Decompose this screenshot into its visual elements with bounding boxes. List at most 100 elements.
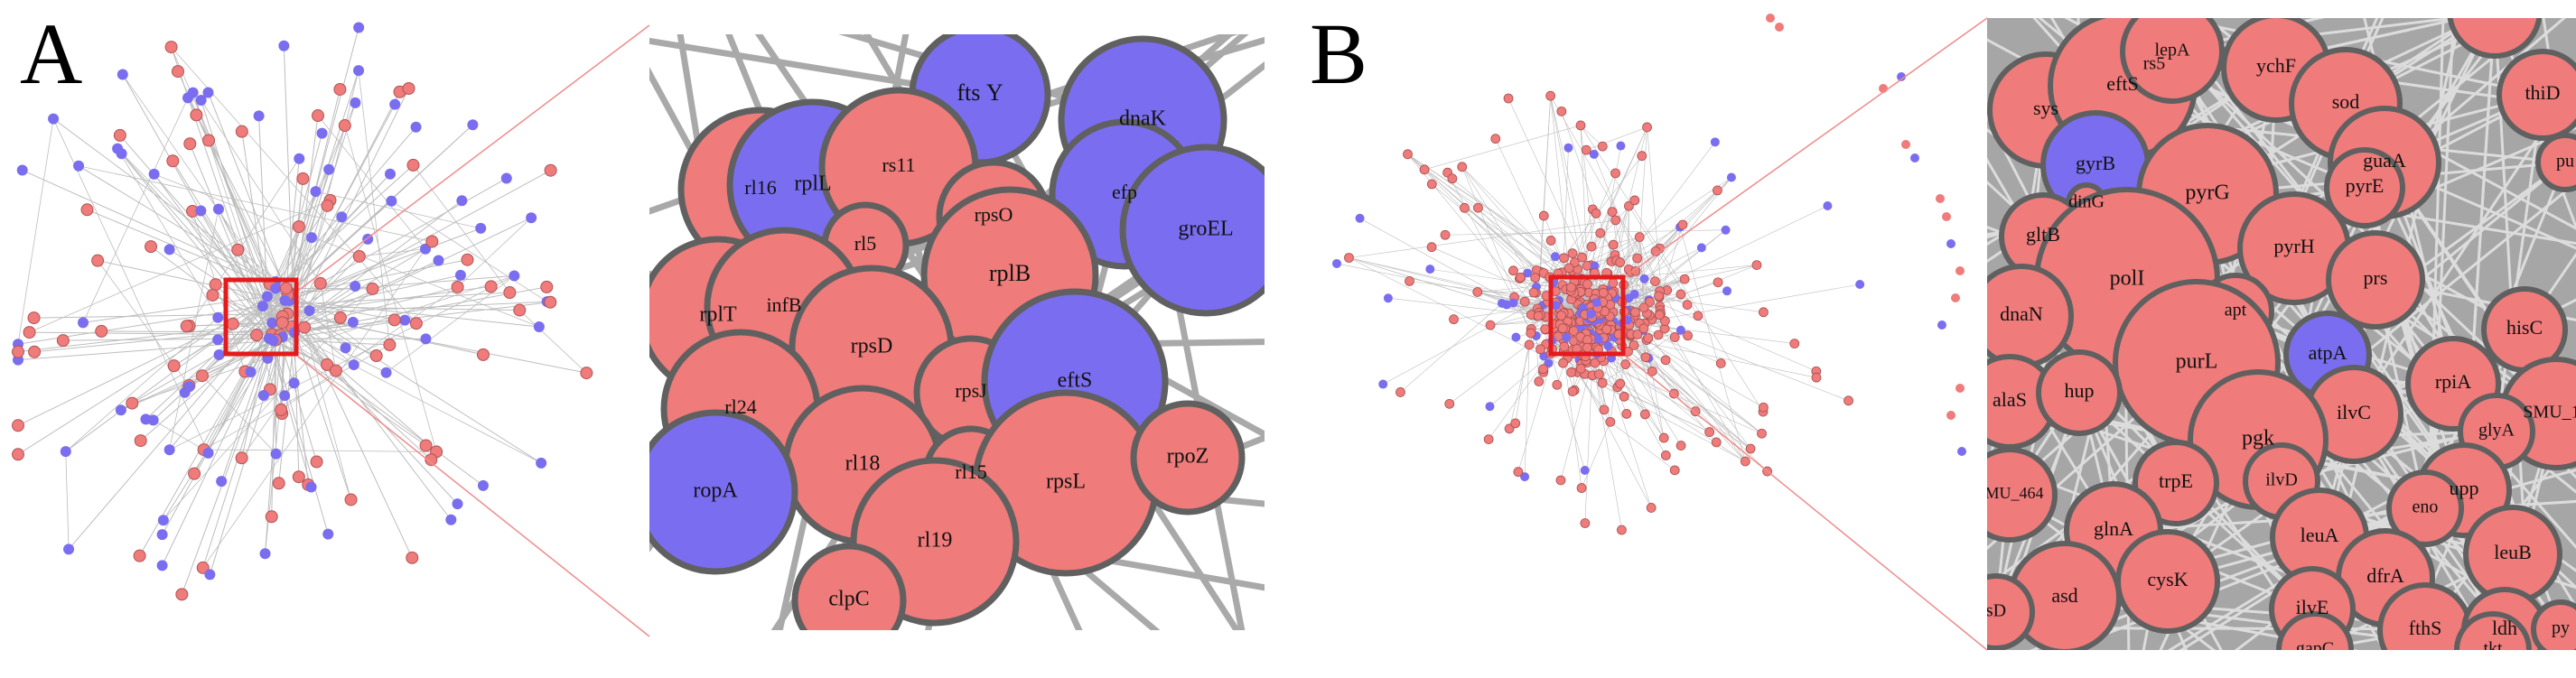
zoom-node-cysk [2115, 529, 2220, 634]
panel-label-a: A [20, 5, 82, 102]
overview-node [406, 551, 419, 564]
zoom-node-label: ilvE [2296, 596, 2329, 618]
zoom-node-prs [2326, 230, 2425, 330]
overview-node [78, 317, 89, 329]
overview-node [313, 276, 327, 290]
overview-node [1955, 384, 1965, 393]
zoom-node-label: fthS [2409, 617, 2442, 639]
overview-node [294, 153, 305, 164]
overview-node [1510, 418, 1521, 429]
overview-node [73, 160, 85, 172]
overview-node [1758, 402, 1769, 413]
zoom-node-smu_464 [1987, 447, 2058, 543]
overview-node [1590, 261, 1600, 271]
zoom-node-tkt [2454, 611, 2532, 650]
zoom-node-label: pyrG [2185, 181, 2229, 205]
overview-node [1621, 408, 1632, 419]
overview-node [147, 414, 159, 426]
overview-node [1558, 358, 1568, 368]
overview-node [503, 286, 517, 300]
overview-node [336, 211, 348, 223]
zoom-node-label: SMU_464 [1975, 484, 2043, 502]
zoom-node-label: rpiA [2435, 370, 2471, 393]
zoom-node-label: rs11 [882, 153, 915, 176]
overview-node [329, 364, 342, 377]
overview-node [272, 477, 285, 490]
overview-node [323, 163, 335, 175]
overview-node [1642, 122, 1652, 133]
overview-node [1447, 173, 1458, 184]
overview-node [1599, 404, 1610, 415]
overview-node [1942, 212, 1951, 221]
zoom-node-label: SMU_12 [2523, 403, 2576, 423]
overview-node [250, 329, 264, 342]
overview-node [1679, 274, 1690, 284]
overview-node [484, 280, 498, 293]
overview-node [1682, 300, 1693, 310]
overview-node [226, 317, 239, 330]
overview-node [156, 560, 168, 571]
overview-node [1440, 229, 1451, 240]
overview-node [12, 345, 24, 358]
overview-node [164, 41, 178, 54]
overview-node [1577, 252, 1587, 263]
overview-node [452, 498, 463, 510]
overview-node [267, 335, 279, 347]
overview-node [312, 109, 325, 123]
overview-node [1403, 149, 1413, 160]
overview-node [1419, 164, 1430, 175]
overview-node [175, 588, 189, 601]
overview-node [475, 222, 487, 234]
overview-node [1668, 388, 1679, 399]
overview-node [1503, 93, 1514, 104]
overview-node [1639, 274, 1649, 283]
zoom-node-label: rplL [794, 172, 831, 196]
overview-node [12, 448, 24, 461]
zoom-node-label: eno [2413, 497, 2439, 517]
overview-node [1597, 377, 1608, 388]
overview-node [212, 203, 224, 215]
zoom-node-clpc [791, 543, 907, 630]
overview-node [1511, 332, 1521, 342]
overview-node [261, 291, 273, 302]
overview-node [28, 345, 42, 358]
overview-node [1955, 266, 1965, 275]
overview-node [1721, 225, 1731, 235]
zoom-node-label: ldh [2492, 617, 2517, 639]
overview-node [1344, 253, 1354, 263]
overview-node [533, 320, 545, 332]
overview-node [270, 448, 282, 460]
zoom-node-label: rpsD [851, 335, 893, 358]
overview-node [1789, 339, 1800, 349]
overview-node [1586, 309, 1596, 319]
overview-node [1502, 300, 1512, 310]
overview-node [1586, 241, 1597, 252]
overview-node [1449, 314, 1459, 325]
overview-node [1545, 90, 1556, 101]
zoom-node-label: guaA [2363, 149, 2406, 172]
overview-node [1640, 352, 1651, 363]
overview-node [279, 390, 291, 402]
zoom-node-label: hisC [2506, 316, 2543, 339]
overview-node [278, 40, 290, 51]
overview-node [305, 481, 317, 493]
overview-node [279, 294, 291, 306]
overview-node [1654, 310, 1665, 320]
overview-node [1526, 328, 1536, 339]
zoom-node-label: gyrB [2076, 152, 2115, 174]
overview-node [298, 320, 312, 334]
zoom-node-label: fts Y [957, 79, 1003, 106]
zoom-node-label: glyA [2478, 421, 2515, 441]
connector-line-bottom-b [1622, 353, 1988, 651]
zoom-node-gapc [2276, 611, 2354, 650]
zoom-node-label: rl18 [845, 452, 881, 476]
zoom-node-label: leuB [2494, 541, 2532, 563]
overview-node [116, 148, 127, 160]
overview-node [1555, 475, 1566, 486]
overview-node [1485, 320, 1496, 330]
overview-node [163, 244, 175, 255]
overview-node [148, 168, 160, 180]
zoom-node-smu_780 [2447, 18, 2543, 59]
zoom-node-label: rpsL [1046, 470, 1086, 494]
overview-node [231, 243, 245, 256]
